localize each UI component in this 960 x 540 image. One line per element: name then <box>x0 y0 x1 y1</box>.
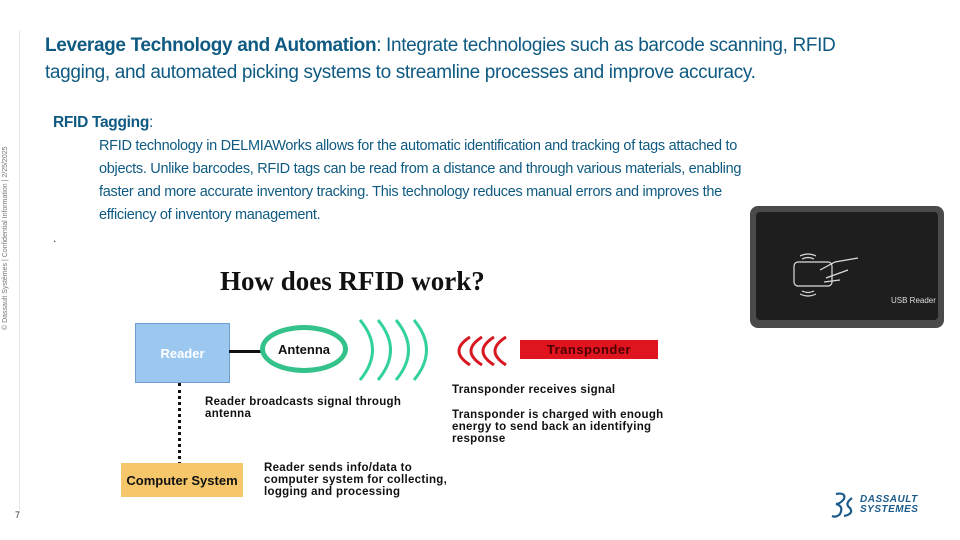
wave-out-3 <box>394 319 410 381</box>
wave-out-4 <box>412 319 428 381</box>
usb-reader-image: USB Reader <box>750 206 944 328</box>
antenna-ellipse: Antenna <box>260 325 348 373</box>
confidential-note: © Dassault Systèmes | Confidential Infor… <box>2 146 9 330</box>
3ds-logo-icon <box>831 492 853 518</box>
section-title: RFID Tagging: <box>53 114 153 132</box>
card-tap-icon <box>793 253 859 297</box>
wave-in-4 <box>493 335 507 367</box>
dassault-logo: DASSAULT SYSTEMES <box>830 490 918 520</box>
margin-rule <box>19 30 20 510</box>
page-number: 7 <box>15 510 21 520</box>
reader-antenna-link <box>229 350 261 353</box>
wave-in-3 <box>481 335 495 367</box>
wave-out-2 <box>376 319 392 381</box>
section-title-bold: RFID Tagging <box>53 114 149 131</box>
signal-waves <box>358 319 507 381</box>
caption-broadcast: Reader broadcasts signal through antenna <box>205 396 402 420</box>
usb-reader-label: USB Reader <box>891 296 936 305</box>
caption-sends: Reader sends info/data to computer syste… <box>264 462 448 498</box>
transponder-box: Transponder <box>520 340 658 359</box>
wave-in-1 <box>457 335 471 367</box>
slide-heading: Leverage Technology and Automation: Inte… <box>45 32 865 86</box>
logo-line-1: DASSAULT <box>860 494 918 505</box>
wave-out-1 <box>358 319 374 381</box>
section-colon: : <box>149 114 154 131</box>
logo-line-2: SYSTEMES <box>860 504 919 515</box>
diagram-title: How does RFID work? <box>220 266 485 296</box>
heading-rest: : Integrate technologies such as barcode… <box>45 35 836 83</box>
caption-charged: Transponder is charged with enough energ… <box>452 409 664 445</box>
heading-bold: Leverage Technology and Automation <box>45 35 377 56</box>
caption-receives: Transponder receives signal <box>452 384 616 396</box>
dotted-connector <box>178 383 181 465</box>
section-body: RFID technology in DELMIAWorks allows fo… <box>99 138 742 223</box>
empty-bullet: . <box>53 231 57 245</box>
wave-in-2 <box>469 335 483 367</box>
computer-system-box: Computer System <box>121 463 243 497</box>
reader-box: Reader <box>135 323 230 383</box>
